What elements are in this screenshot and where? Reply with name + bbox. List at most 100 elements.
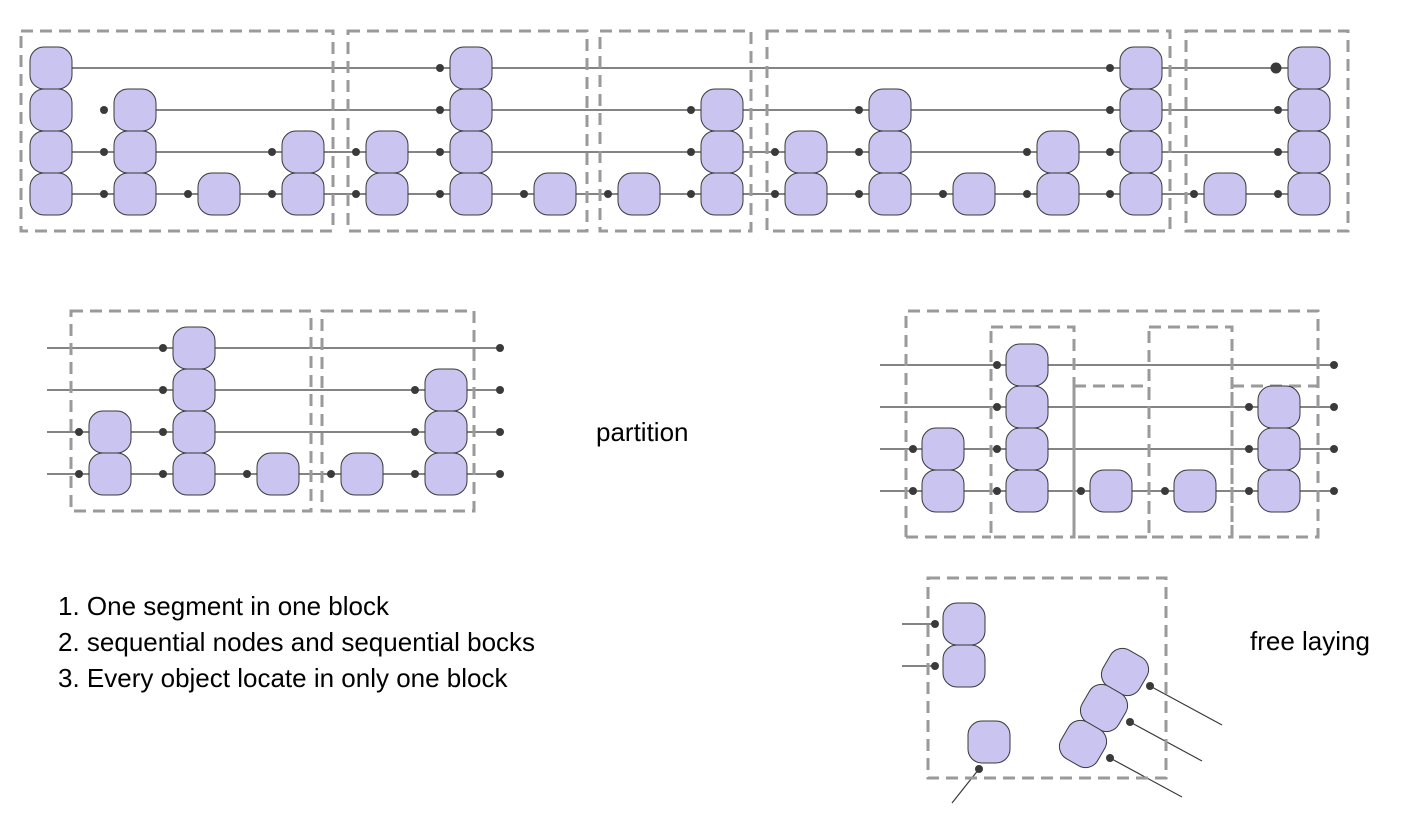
- node: [365, 130, 409, 174]
- node: [921, 469, 965, 513]
- node: [533, 172, 577, 216]
- connector-dot: [1190, 190, 1198, 198]
- node: [1005, 427, 1049, 471]
- connector-dot: [1106, 190, 1114, 198]
- node: [1005, 343, 1049, 387]
- node: [29, 88, 73, 132]
- connector-dot: [520, 190, 528, 198]
- node: [1058, 719, 1108, 769]
- dashed-block: [346, 29, 589, 233]
- connector-dot: [159, 470, 167, 478]
- node: [1119, 46, 1163, 90]
- dashed-block: [1072, 384, 1151, 539]
- node: [340, 452, 384, 496]
- node: [449, 130, 493, 174]
- connector-dot: [327, 470, 335, 478]
- connector-dot: [909, 487, 917, 495]
- node: [449, 172, 493, 216]
- connector-dot: [1245, 487, 1253, 495]
- connector-dot: [855, 106, 863, 114]
- node: [868, 172, 912, 216]
- node: [868, 130, 912, 174]
- wire: [1149, 685, 1223, 726]
- node: [700, 88, 744, 132]
- connector-dot: [100, 106, 108, 114]
- connector-dot: [411, 386, 419, 394]
- node: [197, 172, 241, 216]
- connector-dot: [100, 148, 108, 156]
- node: [449, 88, 493, 132]
- node: [921, 427, 965, 471]
- connector-dot: [1245, 403, 1253, 411]
- connector-dot: [159, 344, 167, 352]
- node: [365, 172, 409, 216]
- rule-number: 2.: [58, 627, 80, 657]
- connector-dot: [496, 344, 504, 352]
- node: [868, 88, 912, 132]
- connector-dot: [993, 403, 1001, 411]
- connector-dot: [931, 620, 939, 628]
- dashed-block: [320, 309, 476, 513]
- dashed-block: [765, 29, 1172, 233]
- node: [1257, 427, 1301, 471]
- rule-number: 3.: [58, 663, 80, 693]
- connector-dot: [159, 428, 167, 436]
- connector-dot: [993, 361, 1001, 369]
- node: [1287, 46, 1331, 90]
- node: [172, 326, 216, 370]
- node: [172, 410, 216, 454]
- connector-dot: [1146, 682, 1154, 690]
- wire: [951, 768, 980, 804]
- connector-dot: [909, 445, 917, 453]
- connector-dot: [411, 428, 419, 436]
- dashed-block: [1184, 29, 1350, 233]
- node: [88, 452, 132, 496]
- rule-item: 3. Every object locate in only one block: [58, 660, 535, 696]
- connector-dot: [975, 765, 983, 773]
- connector-dot: [1077, 487, 1085, 495]
- connector-dot: [243, 470, 251, 478]
- connector-dot: [436, 190, 444, 198]
- dashed-block: [69, 309, 313, 513]
- node: [784, 130, 828, 174]
- connector-dot: [184, 190, 192, 198]
- connector-dot: [1161, 487, 1169, 495]
- node: [113, 88, 157, 132]
- node: [952, 172, 996, 216]
- connector-dot: [1106, 64, 1114, 72]
- node: [1173, 469, 1217, 513]
- connector-dot: [1126, 718, 1134, 726]
- node: [281, 172, 325, 216]
- connector-dot: [159, 386, 167, 394]
- node: [1119, 88, 1163, 132]
- node: [1257, 469, 1301, 513]
- node: [1036, 130, 1080, 174]
- connector-dot-layer: [75, 62, 1338, 773]
- connector-dot: [687, 148, 695, 156]
- connector-dot: [268, 148, 276, 156]
- connector-dot: [1270, 62, 1282, 74]
- connector-dot: [1274, 190, 1282, 198]
- rule-text: sequential nodes and sequential bocks: [86, 627, 536, 657]
- rule-text: One segment in one block: [86, 591, 389, 621]
- connector-dot: [436, 148, 444, 156]
- connector-dot: [411, 470, 419, 478]
- node: [1005, 469, 1049, 513]
- node: [1005, 385, 1049, 429]
- node-layer: [29, 46, 1331, 769]
- block-layer: [19, 29, 1350, 780]
- connector-dot: [687, 190, 695, 198]
- dashed-block: [926, 576, 1168, 780]
- node: [1036, 172, 1080, 216]
- dashed-block: [598, 29, 753, 233]
- connector-dot: [931, 662, 939, 670]
- connector-dot: [100, 190, 108, 198]
- connector-dot: [1330, 361, 1338, 369]
- connector-dot: [496, 470, 504, 478]
- connector-dot: [352, 148, 360, 156]
- node: [29, 130, 73, 174]
- connector-dot: [1330, 487, 1338, 495]
- node: [1287, 88, 1331, 132]
